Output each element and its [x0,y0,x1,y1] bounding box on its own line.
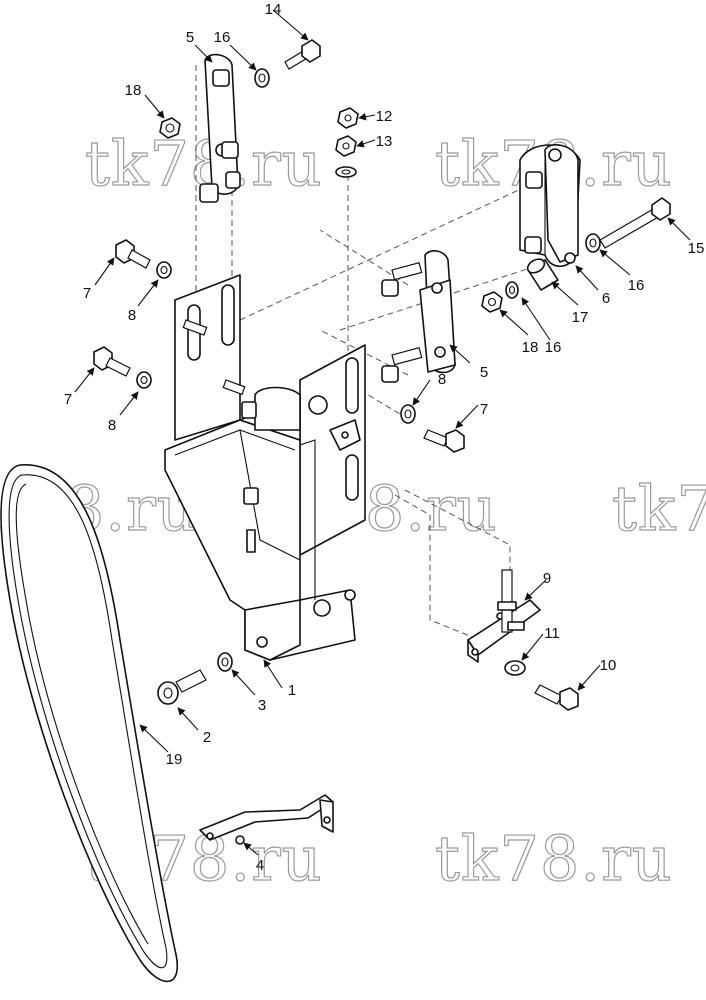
callout-18-mid: 18 [522,339,539,356]
spacer-17 [526,258,559,291]
callout-11: 11 [544,625,560,642]
callout-17: 17 [572,309,589,326]
washer-13 [335,166,357,178]
tensioner-arm-upper-left [199,53,241,203]
callout-7-right: 7 [480,401,488,418]
callout-12: 12 [376,108,393,125]
callout-8-right: 8 [438,371,446,388]
washer-3 [217,652,233,672]
callout-7-lower-left: 7 [64,391,72,408]
callout-8-lower-left: 8 [108,417,116,434]
callout-16-mid: 16 [545,339,562,356]
washer-16-right [585,233,601,253]
callout-leaders [74,9,691,856]
adjuster-9 [467,569,541,663]
callout-5-middle: 5 [480,364,488,381]
callout-19: 19 [166,751,183,768]
callout-labels: 1 2 3 4 5 5 6 7 7 7 8 8 8 9 10 11 12 13 … [64,1,705,874]
callout-9: 9 [543,570,551,587]
nut-13 [335,135,357,157]
nut-18-upper [159,117,181,139]
callout-7-upper-left: 7 [83,285,91,302]
watermark-top-right: tk78.ru [435,127,673,200]
bolt-10 [534,684,579,711]
tensioner-plate-middle [381,250,456,383]
bolt-2 [157,669,207,705]
bolt-7-lower-left [93,346,131,377]
callout-16-top: 16 [214,29,231,46]
callout-16-right: 16 [628,277,645,294]
callout-14: 14 [265,1,282,18]
bolt-7-right [423,429,465,453]
callout-13: 13 [376,133,393,150]
watermark-top-left: tk78.ru [85,127,323,200]
nut-18-mid [481,291,503,313]
drive-belt [0,464,179,983]
watermark-mid-right: tk78.ru [612,472,706,545]
nut-12 [337,107,359,129]
washer-8-upper-left [156,261,172,279]
washer-8-lower-left [136,371,152,389]
callout-18-upper: 18 [125,82,142,99]
bracket-studs [182,319,356,617]
callout-1: 1 [288,682,296,699]
callout-10: 10 [600,657,617,674]
washer-8-right [400,404,416,424]
bolt-14 [284,39,321,70]
bolt-15 [599,197,671,249]
washer-16-mid [505,281,519,299]
washer-11 [504,660,526,676]
callout-8-upper-left: 8 [128,307,136,324]
callout-3: 3 [258,697,266,714]
callout-15: 15 [688,240,705,257]
main-bracket [164,274,366,661]
callout-6: 6 [602,290,610,307]
callout-2: 2 [203,729,211,746]
callout-5-top: 5 [186,29,194,46]
washer-16-top [254,68,270,88]
bracket-arm-6 [519,144,581,268]
watermark-bottom-right: tk78.ru [435,822,673,895]
callout-4: 4 [256,857,264,874]
bolt-7-upper-left [115,239,151,269]
bracket-4 [199,794,334,845]
